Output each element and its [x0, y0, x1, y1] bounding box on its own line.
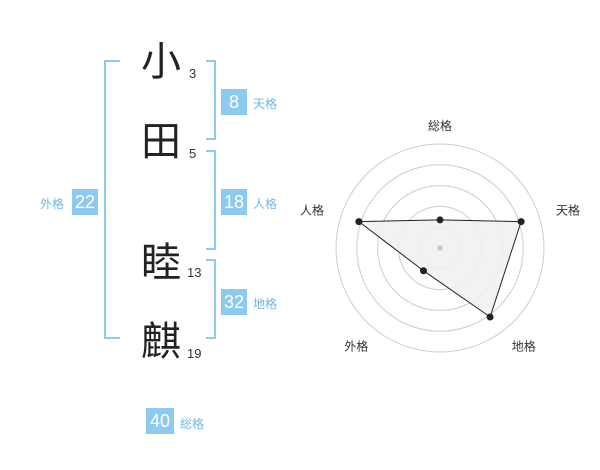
name-char-1: 小 — [141, 39, 181, 85]
stroke-count-2: 5 — [189, 146, 197, 161]
radar-center-dot — [437, 245, 443, 251]
radar-ring-5 — [335, 143, 545, 353]
radar-point-1 — [436, 216, 444, 224]
stroke-count-3: 13 — [187, 265, 202, 280]
radar-point-2 — [517, 218, 525, 226]
radar-data-polygon — [357, 219, 522, 318]
radar-axis-label-2: 天格 — [556, 202, 580, 217]
jinkaku-bracket — [206, 150, 216, 250]
radar-point-3 — [486, 313, 494, 321]
gaikaku-value-badge: 22 — [72, 189, 98, 215]
gaikaku-bracket — [104, 60, 120, 339]
name-char-4: 麒 — [141, 319, 181, 365]
gaikaku-label: 外格 — [40, 197, 65, 211]
stroke-count-1: 3 — [189, 66, 197, 81]
chikaku-label: 地格 — [253, 297, 278, 311]
radar-axis-label-5: 人格 — [300, 202, 324, 217]
tenkaku-label: 天格 — [253, 97, 278, 111]
tenkaku-bracket — [206, 60, 216, 140]
radar-axis-label-1: 総格 — [428, 118, 452, 133]
chikaku-bracket — [206, 259, 216, 339]
name-char-2: 田 — [141, 119, 181, 165]
tenkaku-value-badge: 8 — [221, 89, 247, 115]
name-char-3: 睦 — [141, 240, 181, 286]
radar-axis-label-3: 地格 — [512, 339, 536, 354]
radar-point-4 — [419, 267, 427, 275]
jinkaku-label: 人格 — [253, 197, 278, 211]
jinkaku-value-badge: 18 — [221, 189, 247, 215]
radar-point-5 — [355, 218, 363, 226]
radar-ring-4 — [356, 164, 524, 332]
radar-axis-label-4: 外格 — [344, 339, 368, 354]
soukaku-value-badge: 40 — [146, 408, 174, 434]
chikaku-value-badge: 32 — [221, 289, 247, 315]
soukaku-label: 総格 — [180, 417, 205, 431]
stroke-count-4: 19 — [187, 346, 202, 361]
